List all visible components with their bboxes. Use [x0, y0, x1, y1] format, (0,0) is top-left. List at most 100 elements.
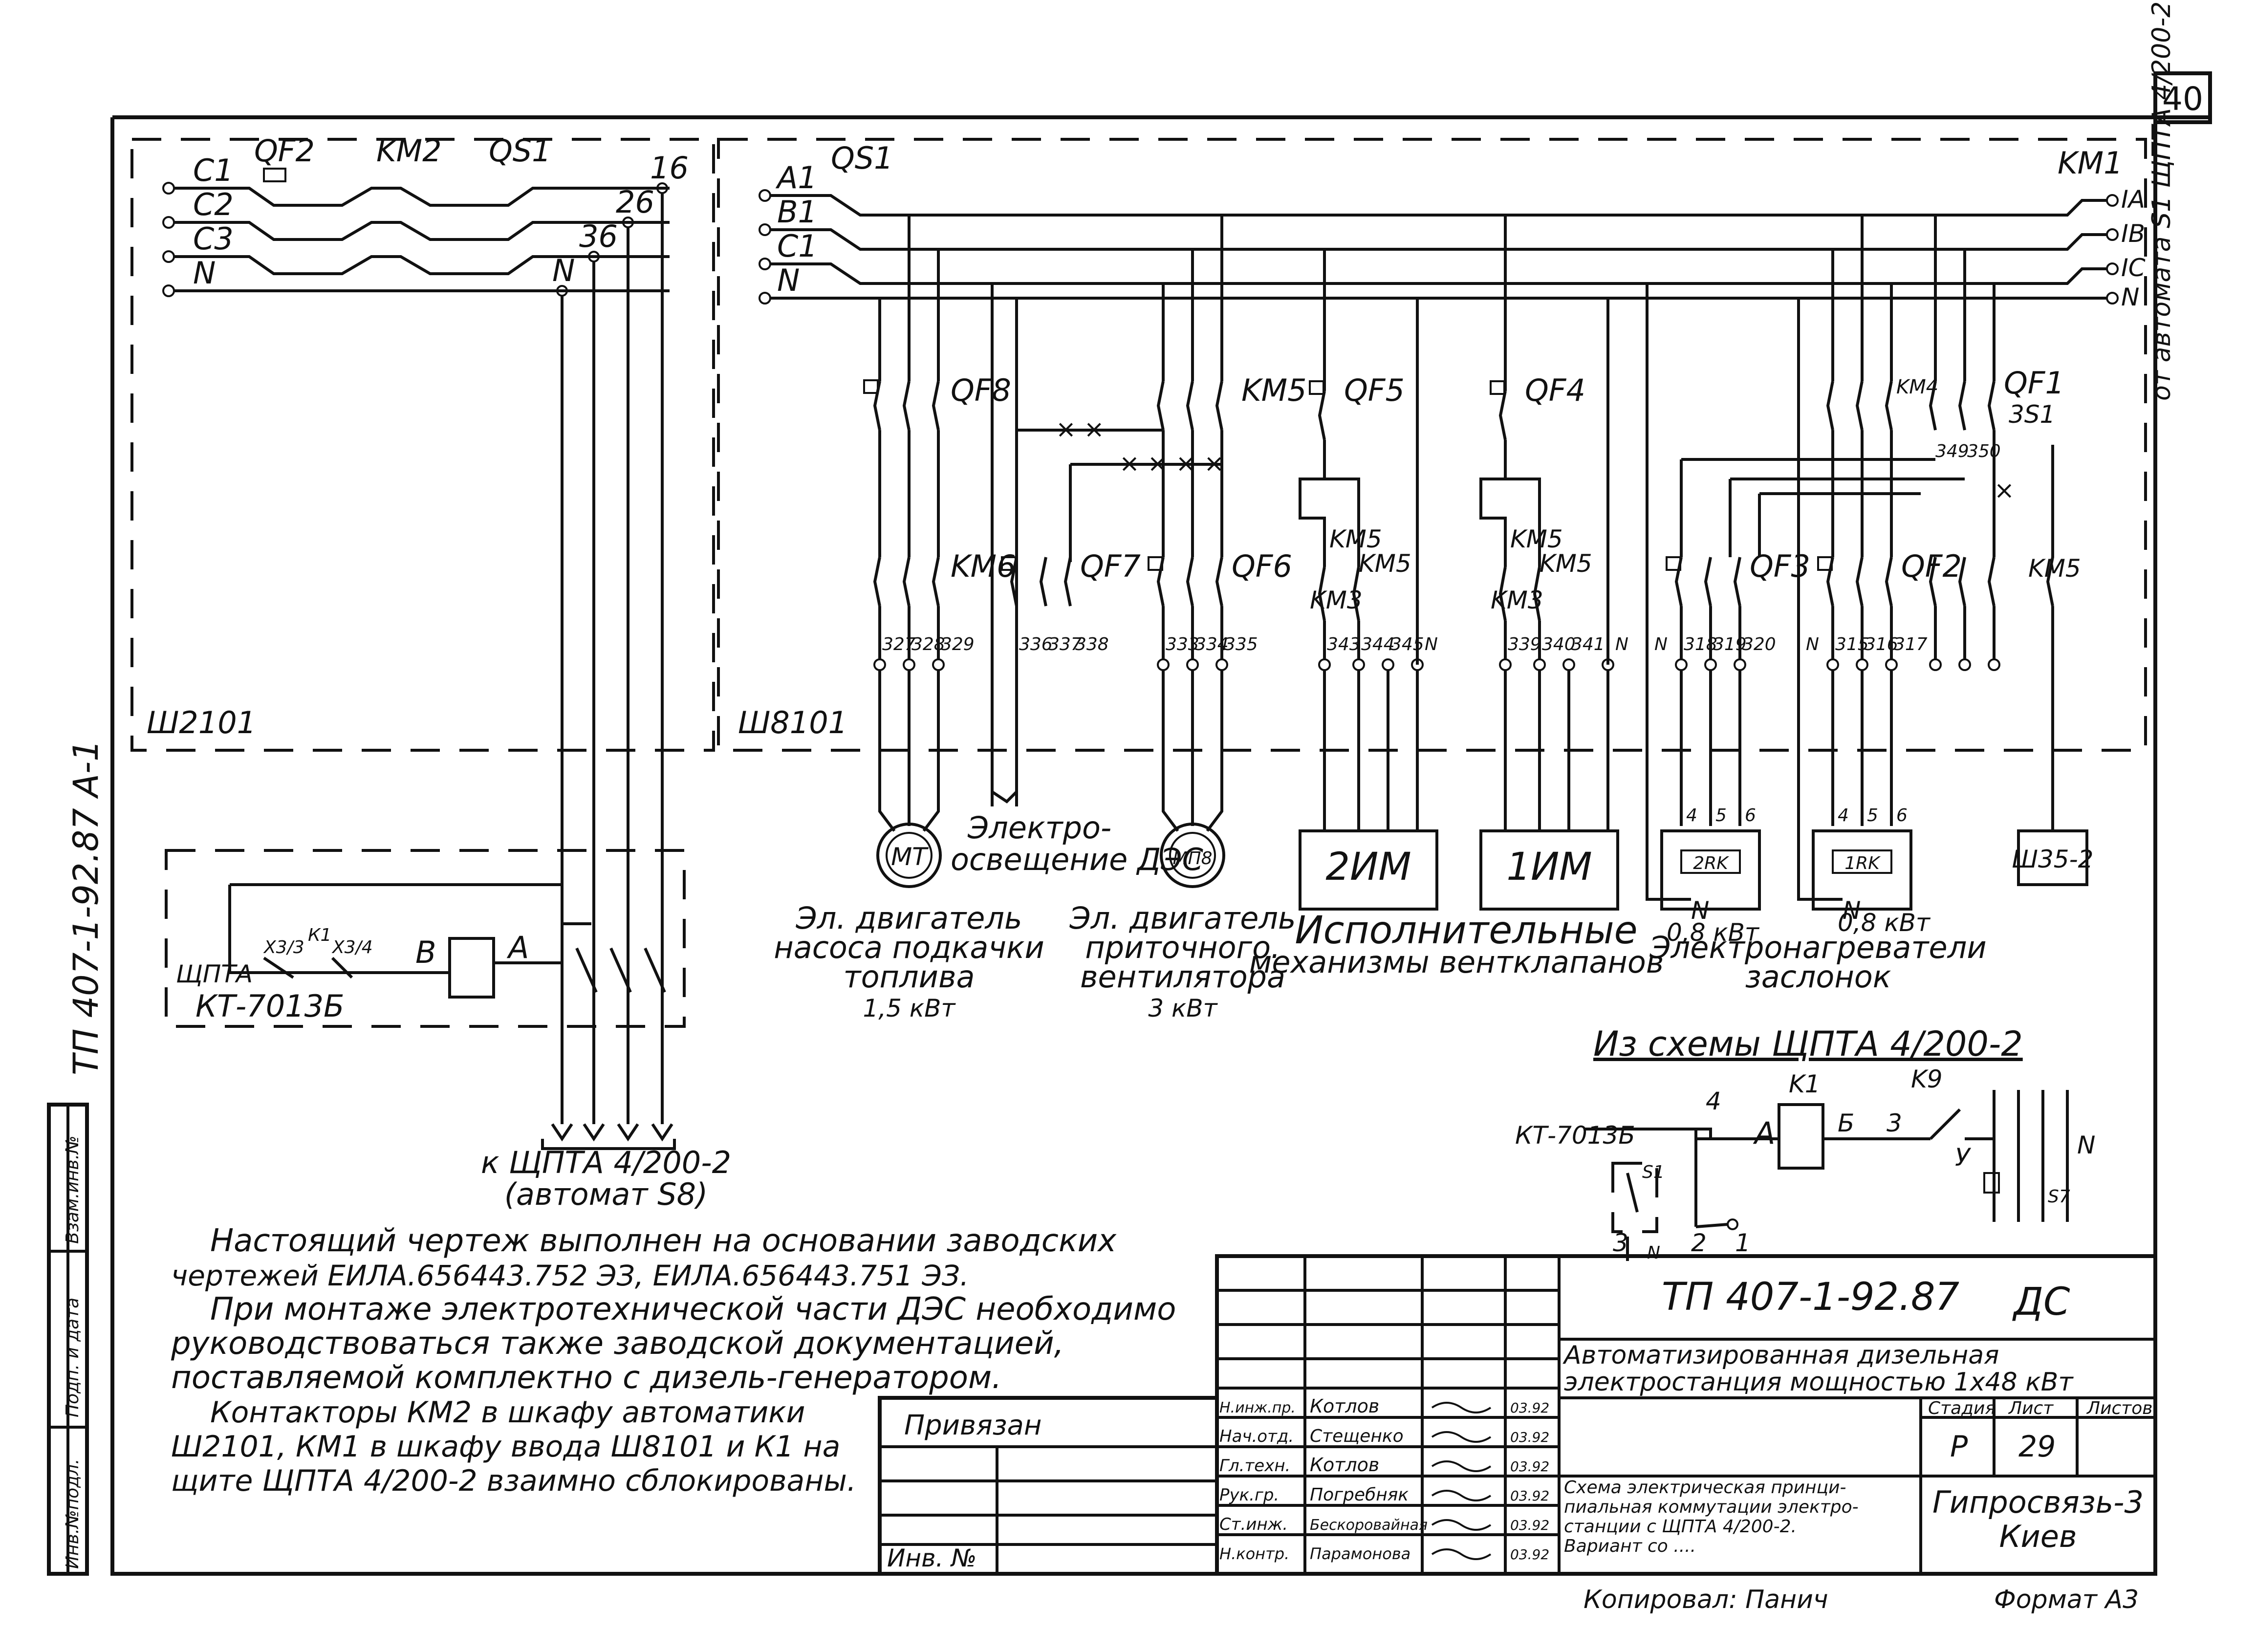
qf4-label: QF4: [1525, 372, 1585, 408]
footer-copied-by: Копировал: Панич: [1584, 1585, 1828, 1614]
date-4: 03.92: [1510, 1488, 1549, 1504]
page-number: 40: [2162, 80, 2203, 118]
output-terminal-ia: [2106, 194, 2119, 207]
fan-caption-4: 3 кВт: [1148, 994, 1218, 1022]
km5-e-label: KM5: [2028, 554, 2081, 583]
terminal-343: 343: [1327, 634, 1361, 654]
org-name: Гипросвязь-3: [1932, 1484, 2144, 1520]
terminal-340: 340: [1542, 634, 1576, 654]
controller-outline: [165, 849, 686, 1028]
inset-marker-n: N: [1647, 1243, 1660, 1263]
name-4: Погребняк: [1310, 1485, 1409, 1505]
svg-text:× × × ×: × × × ×: [1119, 449, 1224, 478]
doc-mark: ДС: [2012, 1280, 2070, 1324]
side-document-code: ТП 407-1-92.87 А-1: [66, 739, 106, 1075]
qf3-label: QF3: [1750, 548, 1810, 584]
km5-c-label: KM5: [1510, 525, 1563, 553]
output-terminal-ic: [2106, 262, 2119, 275]
qf2-label: QF2: [254, 133, 315, 169]
terminal-335: 335: [1224, 634, 1258, 654]
inset-marker-1: 1: [1735, 1229, 1751, 1257]
input-terminal-a1: [759, 189, 771, 202]
input-label-n-right: N: [777, 262, 800, 298]
heater-1rk-n: N: [1843, 896, 1861, 925]
inset-relay-k1: [1778, 1103, 1824, 1170]
qf2-trip-element: [263, 168, 286, 182]
cabinet-left-outline: [130, 138, 715, 752]
inset-n-right: N: [2077, 1131, 2095, 1159]
page-number-box: [2153, 71, 2212, 124]
title-block: ТП 407-1-92.87 ДС Автоматизированная диз…: [1215, 1254, 2157, 1576]
note-line-2: чертежей ЕИЛА.656443.752 ЭЗ, ЕИЛА.656443…: [171, 1259, 969, 1292]
footer-format: Формат А3: [1994, 1585, 2139, 1614]
side-stamp-replacement: Взам.инв.№: [63, 1135, 83, 1244]
inset-marker-u: У: [1955, 1143, 1972, 1172]
pump-caption-4: 1,5 кВт: [863, 994, 956, 1022]
heater-power-a: 0,8 кВт: [1667, 918, 1760, 947]
role-1: Н.инж.пр.: [1219, 1399, 1296, 1416]
source-note: от автомата S1 ЩПТА 4/200-2: [2147, 1, 2176, 401]
name-3: Котлов: [1310, 1454, 1379, 1476]
pump-caption-1: Эл. двигатель: [795, 900, 1022, 936]
qf7-label: QF7: [1080, 548, 1141, 584]
qf8-label: QF8: [951, 372, 1011, 408]
sheet-value: 29: [2018, 1430, 2056, 1464]
output-terminal-n: [2106, 292, 2119, 304]
controller-contact-x33: Х3/3: [263, 937, 304, 957]
cabinet-sh35-2: [2017, 829, 2088, 886]
input-label-n-left: N: [193, 255, 216, 291]
ss1-label: 3S1: [2009, 400, 2055, 429]
pump-caption-3: топлива: [843, 959, 975, 995]
role-4: Рук.гр.: [1219, 1485, 1279, 1505]
side-stamp-inventory: Инв.№подл.: [63, 1459, 83, 1569]
actuator-1im: [1479, 829, 1619, 911]
load-wiring: [878, 606, 2054, 901]
name-1: Котлов: [1310, 1395, 1379, 1417]
output-label-ib: IB: [2121, 219, 2145, 248]
terminal-317: 317: [1894, 634, 1928, 654]
terminal-338: 338: [1075, 634, 1109, 654]
inset-switch-label: K9: [1911, 1065, 1943, 1093]
heater-2rk-n: N: [1691, 896, 1709, 925]
pump-caption-2: насоса подкачки: [774, 930, 1044, 965]
note-line-5: поставляемой комплектно с дизель-генерат…: [171, 1360, 1001, 1396]
motor-mp8: MП8: [1160, 823, 1225, 888]
name-6: Парамонова: [1310, 1544, 1410, 1563]
heater-1rk-tail-6: 6: [1896, 805, 1908, 826]
inset-relay-label: K1: [1789, 1070, 1821, 1098]
actuators-caption-2: механизмы вентклапанов: [1249, 944, 1664, 980]
heater-2rk-tail-4: 4: [1686, 805, 1697, 826]
output-terminal-ib: [2106, 228, 2119, 241]
terminal-n-im1: N: [1615, 634, 1628, 654]
heater-2rk-tail-5: 5: [1715, 805, 1727, 826]
heater-2rk-label: 2RK: [1693, 853, 1729, 873]
date-1: 03.92: [1510, 1400, 1549, 1416]
stage-value: Р: [1950, 1430, 1968, 1464]
controller-relay: [448, 937, 495, 999]
inset-marker-b: Б: [1838, 1109, 1854, 1137]
input-label-a1: A1: [775, 160, 817, 196]
role-2: Нач.отд.: [1219, 1427, 1294, 1446]
input-terminal-b1: [759, 223, 771, 236]
terminal-16: 16: [650, 150, 689, 186]
binding-stamp: Привязан Инв. №: [878, 1396, 1219, 1576]
terminal-36: 36: [579, 218, 618, 254]
heaters-caption-1: Электронагреватели: [1649, 930, 1986, 965]
qf6-label: QF6: [1232, 548, 1292, 584]
org-city: Киев: [1999, 1519, 2077, 1554]
actuators-caption-1: Исполнительные: [1295, 909, 1637, 953]
terminal-n-im2: N: [1425, 634, 1438, 654]
controller-marker-a: А: [506, 930, 529, 965]
binding-stamp-inv: Инв. №: [887, 1544, 976, 1572]
inset-schematic: Из схемы ЩПТА 4/200-2 КТ-7013Б S1 4 А K1…: [1515, 1024, 2095, 1263]
inset-device-label: КТ-7013Б: [1515, 1121, 1635, 1150]
inset-marker-4: 4: [1706, 1087, 1721, 1115]
drawing-title-1: Схема электрическая принци-: [1564, 1478, 1846, 1498]
output-label-n: N: [2121, 283, 2139, 311]
km2-label: KM2: [376, 133, 442, 169]
input-label-c1: C1: [193, 152, 234, 188]
inset-marker-3: 3: [1887, 1109, 1902, 1137]
note-line-6: Контакторы КМ2 в шкафу автоматики: [210, 1395, 805, 1430]
svg-text:× ×: × ×: [1056, 415, 1105, 443]
